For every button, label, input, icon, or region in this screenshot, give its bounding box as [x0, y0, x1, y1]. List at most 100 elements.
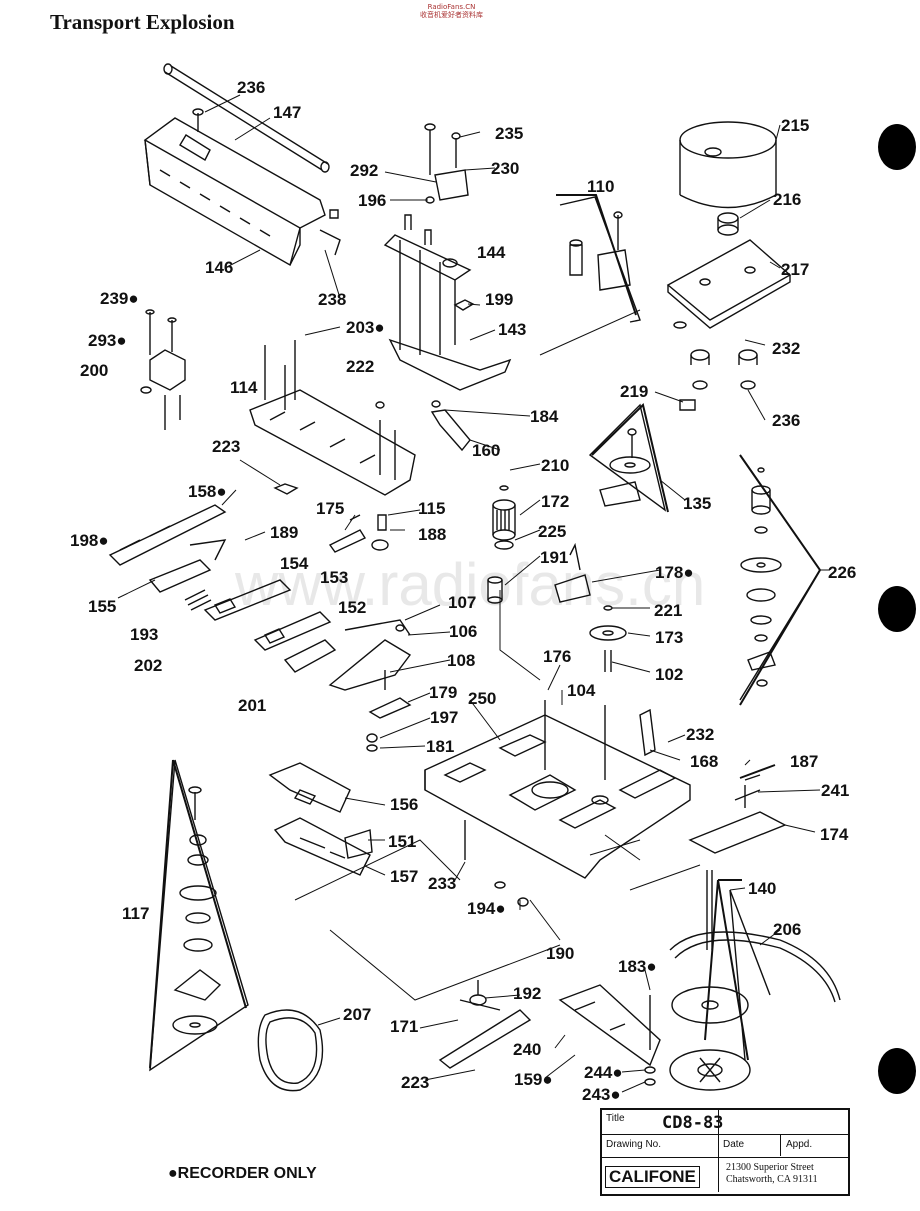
title-block-title-row: Title CD8-83 — [602, 1110, 848, 1135]
title-value: CD8-83 — [662, 1113, 724, 1133]
part-number-label: 187 — [790, 752, 818, 771]
part-110-lever — [559, 196, 641, 323]
page-title: Transport Explosion — [50, 10, 235, 34]
part-174-bracket — [688, 774, 787, 854]
part-219-block — [679, 399, 696, 411]
part-number-label: 225 — [538, 522, 566, 541]
part-number-label: 201 — [238, 696, 266, 715]
part-number-label: 196 — [358, 191, 386, 210]
part-157-plate — [273, 817, 371, 876]
callout-brackets — [149, 194, 822, 1069]
part-number-label: 175 — [316, 499, 344, 518]
recorder-only-footnote: ●RECORDER ONLY — [168, 1165, 317, 1182]
part-number-label: 292 — [350, 161, 378, 180]
part-number-label: 174 — [820, 825, 849, 844]
part-191-cylinder — [487, 576, 503, 604]
part-number-label: 236 — [237, 78, 265, 97]
part-number-label: 171 — [390, 1017, 418, 1036]
part-number-label: 207 — [343, 1005, 371, 1024]
part-168-arm — [639, 708, 656, 757]
part-number-label: 146 — [205, 258, 233, 277]
part-number-label: 135 — [683, 494, 711, 513]
part-147-guide-rod — [163, 63, 330, 173]
part-number-label: 200 — [80, 361, 108, 380]
part-106-lever — [328, 619, 412, 691]
part-number-label: 239● — [100, 289, 139, 308]
part-number-label: 160 — [472, 441, 500, 460]
appd-label: Appd. — [786, 1139, 813, 1150]
part-238-clip — [319, 229, 341, 256]
part-199-spring — [453, 299, 475, 311]
part-number-label: 189 — [270, 523, 298, 542]
part-number-label: 210 — [541, 456, 569, 475]
part-number-label: 155 — [88, 597, 116, 616]
part-140-flywheel — [669, 870, 771, 1091]
part-232-screws — [673, 321, 758, 390]
address-line-1: 21300 Superior Street — [726, 1162, 814, 1173]
part-number-label: 115 — [418, 499, 445, 518]
title-block: Title CD8-83 Drawing No. Date Appd. CALI… — [600, 1108, 850, 1196]
part-number-label: 154 — [280, 554, 309, 573]
part-293-solenoid — [140, 309, 186, 430]
part-number-label: 198● — [70, 531, 109, 550]
part-number-label: 244● — [584, 1063, 623, 1082]
part-number-label: 232 — [772, 339, 800, 358]
part-number-label: 181 — [426, 737, 454, 756]
part-135-assembly — [588, 403, 667, 512]
part-number-label: 223 — [401, 1073, 429, 1092]
part-number-label: 176 — [543, 647, 571, 666]
part-number-label: 188 — [418, 525, 446, 544]
part-number-label: 172 — [541, 492, 569, 511]
part-number-label: 197 — [430, 708, 458, 727]
part-number-label: 144 — [477, 243, 506, 262]
part-114-frame — [249, 340, 416, 496]
part-number-label: 203● — [346, 318, 385, 337]
company-address: 21300 Superior Street Chatsworth, CA 913… — [726, 1162, 818, 1186]
part-number-label: 236 — [772, 411, 800, 430]
part-number-label: 178● — [655, 563, 694, 582]
part-number-label: 106 — [449, 622, 477, 641]
part-number-label: 243● — [582, 1085, 621, 1104]
part-146-head-bracket — [143, 117, 326, 267]
title-block-divider — [718, 1156, 719, 1192]
part-160-lever — [430, 400, 471, 452]
leader-lines — [117, 94, 830, 1093]
part-number-label: 191 — [540, 548, 568, 567]
part-number-label: 157 — [390, 867, 418, 886]
part-number-label: 104 — [567, 681, 596, 700]
part-173-disc — [589, 625, 627, 641]
part-number-label: 233 — [428, 874, 456, 893]
part-number-label: 156 — [390, 795, 418, 814]
part-number-label: 173 — [655, 628, 683, 647]
title-block-meta-row: Drawing No. Date Appd. — [602, 1135, 848, 1158]
punch-hole-mark — [878, 1048, 916, 1094]
part-number-label: 194● — [467, 899, 506, 918]
part-207-belt — [257, 1009, 324, 1092]
part-number-label: 216 — [773, 190, 801, 209]
punch-hole-mark — [878, 124, 916, 170]
part-number-label: 152 — [338, 598, 366, 617]
part-216-pulley — [717, 212, 739, 236]
part-number-label: 110 — [587, 177, 614, 196]
part-171-lever — [438, 980, 532, 1069]
part-number-label: 168 — [690, 752, 718, 771]
part-193-spring — [184, 589, 212, 611]
company-logo: CALIFONE — [605, 1166, 700, 1188]
part-226-reel-assembly — [739, 454, 821, 701]
part-115-188-bushings — [371, 514, 389, 551]
part-210-clip — [273, 483, 299, 495]
part-190-194-parts — [494, 881, 529, 907]
part-236-screw — [179, 108, 211, 161]
part-number-label: 241 — [821, 781, 849, 800]
part-number-label: 179 — [429, 683, 457, 702]
part-number-label: 192 — [513, 984, 541, 1003]
part-number-label: 193 — [130, 625, 158, 644]
part-number-label: 226 — [828, 563, 856, 582]
part-number-label: 190 — [546, 944, 574, 963]
part-153-plate — [283, 639, 337, 673]
part-number-label: 230 — [491, 159, 519, 178]
part-number-label: 184 — [530, 407, 559, 426]
part-number-label: 219 — [620, 382, 648, 401]
part-217-plate — [666, 239, 792, 329]
